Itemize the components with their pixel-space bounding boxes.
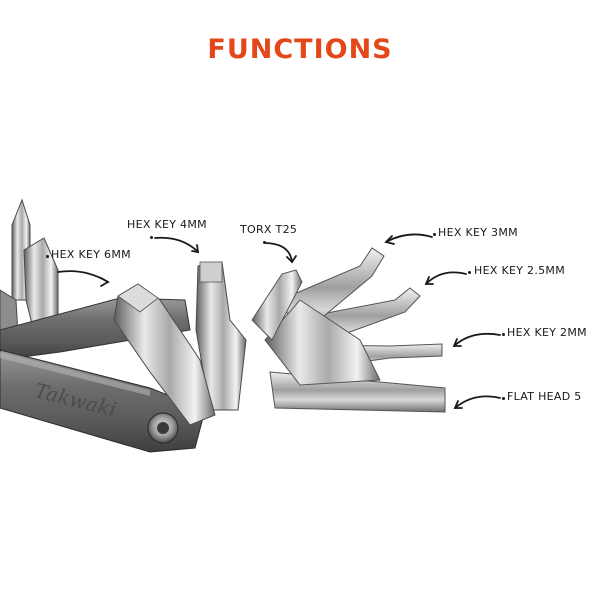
label-dot (150, 236, 153, 239)
label-hex-key-2-5mm: HEX KEY 2.5MM (474, 264, 566, 277)
label-dot (502, 333, 505, 336)
label-flat-head-5: FLAT HEAD 5 (507, 390, 582, 403)
label-dot (263, 241, 266, 244)
arrow-hex-key-4mm (154, 236, 199, 253)
arrow-hex-key-3mm (385, 233, 433, 243)
arrow-hex-key-6mm (57, 270, 109, 283)
label-torx-t25: TORX T25 (240, 223, 298, 236)
hex-key-6mm-bit (113, 283, 216, 426)
arrows (57, 233, 501, 409)
label-dot (468, 271, 471, 274)
arrow-hex-key-2mm (453, 332, 501, 347)
arrow-hex-key-2-5mm (425, 271, 467, 285)
label-dot (433, 233, 436, 236)
page-title: FUNCTIONS (207, 34, 393, 65)
label-hex-key-6mm: HEX KEY 6MM (51, 248, 131, 261)
label-hex-key-3mm: HEX KEY 3MM (438, 226, 518, 239)
arrow-torx-t25 (265, 242, 293, 263)
torx-t25-bit (251, 269, 303, 341)
label-dot (46, 255, 49, 258)
label-dot (502, 397, 505, 400)
label-hex-key-4mm: HEX KEY 4MM (127, 218, 207, 231)
label-hex-key-2mm: HEX KEY 2MM (507, 326, 587, 339)
hex-key-4mm-bit (195, 261, 247, 411)
arrow-flat-head-5 (454, 395, 501, 409)
